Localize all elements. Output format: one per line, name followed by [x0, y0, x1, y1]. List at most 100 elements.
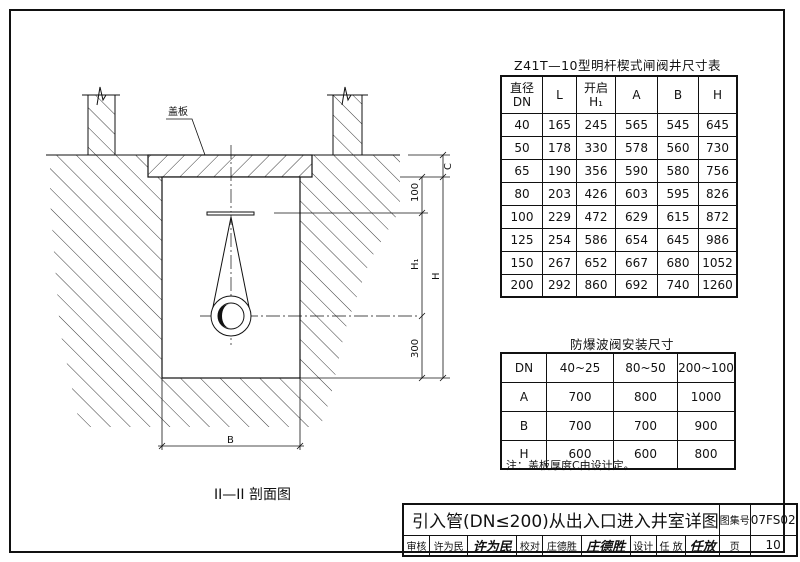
table-cell: H: [500, 439, 547, 470]
table2-title: 防爆波阀安装尺寸: [570, 337, 675, 352]
header-cell: H: [698, 75, 738, 114]
table-cell: 125: [500, 227, 543, 252]
table-cell: 826: [698, 181, 738, 206]
table-cell: 330: [576, 135, 616, 160]
table-cell: 50: [500, 135, 543, 160]
checker-signature: 庄德胜: [580, 534, 631, 556]
table-cell: 426: [576, 181, 616, 206]
table-cell: 267: [542, 250, 577, 275]
header-cell: 80~50: [613, 352, 678, 383]
table-cell: 629: [615, 204, 658, 229]
table-cell: 645: [657, 227, 699, 252]
table-cell: 565: [615, 112, 658, 137]
table-cell: 800: [677, 439, 736, 470]
table-cell: 254: [542, 227, 577, 252]
table-cell: 700: [546, 410, 614, 441]
page-number: 10: [749, 534, 798, 556]
table-cell: 900: [677, 410, 736, 441]
table-cell: 986: [698, 227, 738, 252]
table-cell: 203: [542, 181, 577, 206]
atlas-number: 07FS02: [749, 503, 798, 536]
reviewer-name: 许为民: [428, 534, 469, 556]
table-cell: 1260: [698, 273, 738, 298]
table-cell: 652: [576, 250, 616, 275]
table-cell: B: [500, 410, 547, 441]
table-cell: 165: [542, 112, 577, 137]
table-cell: 229: [542, 204, 577, 229]
table-cell: 150: [500, 250, 543, 275]
header-cell: L: [542, 75, 577, 114]
cover-slab: [147, 154, 313, 178]
designer-name: 任 放: [655, 534, 687, 556]
section-caption: II—II 剖面图: [214, 487, 291, 503]
table-cell: 860: [576, 273, 616, 298]
table-cell: 1052: [698, 250, 738, 275]
table-cell: 40: [500, 112, 543, 137]
cover-label: 盖板: [168, 105, 188, 118]
table-cell: 356: [576, 158, 616, 183]
table-cell: 615: [657, 204, 699, 229]
table-cell: 692: [615, 273, 658, 298]
soil-hatch: [50, 155, 400, 427]
header-cell: DN: [500, 352, 547, 383]
dim-100: 100: [410, 183, 421, 202]
table-cell: 1000: [677, 381, 736, 412]
table-cell: 730: [698, 135, 738, 160]
pipe-outer: [210, 295, 252, 337]
design-label: 设计: [629, 534, 657, 556]
reviewer-signature: 许为民: [467, 534, 518, 556]
left-wall: [87, 94, 116, 156]
page-label: 页: [718, 534, 751, 556]
table-cell: 578: [615, 135, 658, 160]
designer-signature: 任放: [685, 534, 720, 556]
table-cell: 178: [542, 135, 577, 160]
table-header-row: DN 40~25 80~50 200~100: [500, 352, 736, 383]
checker-name: 庄德胜: [542, 534, 582, 556]
table-cell: 603: [615, 181, 658, 206]
review-label: 审核: [402, 534, 430, 556]
dim-h1: H₁: [410, 258, 421, 270]
atlas-label: 图集号: [718, 503, 751, 536]
table-cell: 654: [615, 227, 658, 252]
header-cell: 40~25: [546, 352, 614, 383]
dim-300: 300: [410, 339, 421, 358]
table-cell: 80: [500, 181, 543, 206]
dim-c: C: [443, 163, 454, 170]
table1-title: Z41T—10型明杆楔式闸阀井尺寸表: [514, 58, 722, 73]
right-wall: [332, 94, 363, 156]
table-cell: 872: [698, 204, 738, 229]
table-cell: 700: [546, 381, 614, 412]
table-cell: A: [500, 381, 547, 412]
title-block: 引入管(DN≤200)从出入口进入井室详图 图集号 07FS02 审核 许为民 …: [402, 503, 798, 557]
table-cell: 472: [576, 204, 616, 229]
handwheel: [206, 211, 255, 216]
table-cell: 645: [698, 112, 738, 137]
table-cell: 245: [576, 112, 616, 137]
dim-b: B: [227, 435, 234, 446]
table-cell: 590: [615, 158, 658, 183]
table-cell: 545: [657, 112, 699, 137]
table-cell: 595: [657, 181, 699, 206]
table-cell: 560: [657, 135, 699, 160]
header-cell: B: [657, 75, 699, 114]
table-cell: 667: [615, 250, 658, 275]
table-cell: 292: [542, 273, 577, 298]
drawing-title: 引入管(DN≤200)从出入口进入井室详图: [402, 503, 720, 536]
table-cell: 200: [500, 273, 543, 298]
check-label: 校对: [516, 534, 544, 556]
